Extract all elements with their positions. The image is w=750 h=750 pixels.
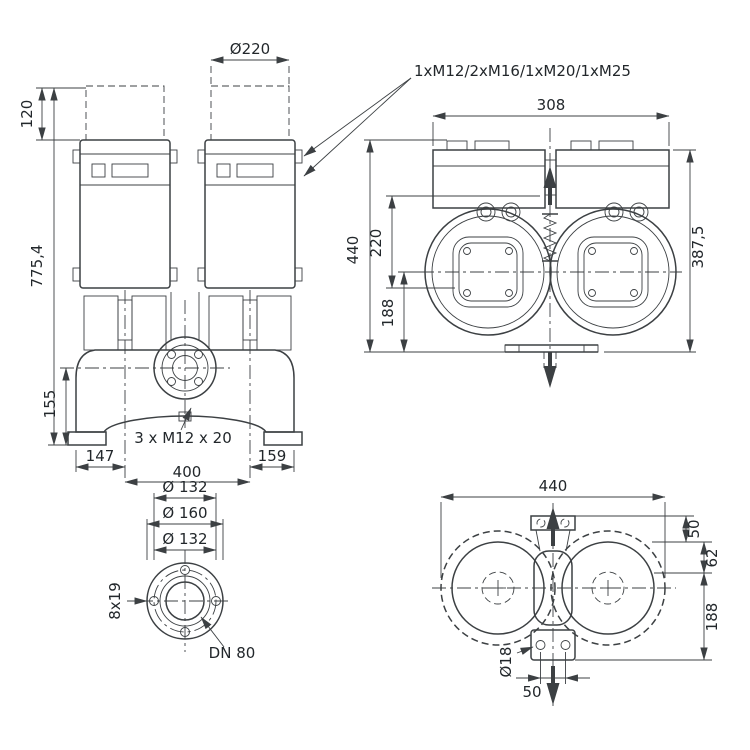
dim-label-height-low: 188 xyxy=(379,299,397,328)
drive-unit-right xyxy=(197,139,303,289)
note-nominal-label: DN 80 xyxy=(209,644,256,662)
terminal-box-left xyxy=(432,140,546,209)
side-bottom-flange xyxy=(504,344,599,368)
note-hole-dia-label: Ø18 xyxy=(497,647,515,678)
dim-label-dia-top: Ø220 xyxy=(230,40,270,58)
dim-label-axis-spacing: 400 xyxy=(173,463,202,481)
note-bolts: 3 x M12 x 20 xyxy=(134,407,232,447)
flange-detail-view: Ø 132 Ø 160 Ø 132 8x19 DN 80 xyxy=(106,478,255,662)
bolt-hole xyxy=(149,596,159,606)
dim-label-base-height: 155 xyxy=(41,390,59,419)
dim-label-offset2: 62 xyxy=(703,548,721,567)
dim-label-height-total: 440 xyxy=(344,236,362,265)
note-glands: 1xM12/2xM16/1xM20/1xM25 xyxy=(303,62,631,177)
bolt-hole xyxy=(180,565,190,575)
dim-label-dia3: Ø 132 xyxy=(162,530,207,548)
note-glands-label: 1xM12/2xM16/1xM20/1xM25 xyxy=(414,62,631,80)
dim-label-total-height: 775,4 xyxy=(28,245,46,288)
dim-label-hole-spacing: 50 xyxy=(522,683,541,701)
dim-side-heights-left: 440 220 188 xyxy=(344,139,540,353)
dim-top-width: 440 xyxy=(440,477,666,578)
note-flange-holes: 8x19 xyxy=(106,582,148,620)
note-bolts-label: 3 x M12 x 20 xyxy=(134,429,232,447)
front-view: Ø220 120 775,4 155 147 159 xyxy=(18,40,631,486)
dim-flange-diameters: Ø 132 Ø 160 Ø 132 xyxy=(146,478,224,560)
check-valve-spring xyxy=(542,213,558,262)
dim-label-height-mid: 220 xyxy=(367,229,385,258)
flow-arrow-down-icon xyxy=(546,666,560,705)
discharge-flange xyxy=(60,292,230,424)
note-foot-hole-dia: Ø18 xyxy=(497,647,534,678)
dim-label-clearance: 120 xyxy=(18,100,36,129)
dim-label-height-right: 387,5 xyxy=(689,226,707,269)
dim-front-total-height: 775,4 xyxy=(28,87,68,446)
dim-side-width: 308 xyxy=(432,96,670,146)
dim-label-offset3: 188 xyxy=(703,603,721,632)
foot-flange xyxy=(530,629,576,661)
note-holes-label: 8x19 xyxy=(106,582,124,620)
bolt-hole xyxy=(211,596,221,606)
dim-label-top-width: 440 xyxy=(539,477,568,495)
dim-label-side-width: 308 xyxy=(537,96,566,114)
clearance-outline-right xyxy=(210,85,290,141)
dim-label-dia2: Ø 160 xyxy=(162,504,207,522)
side-view: 308 387,5 440 220 188 xyxy=(344,96,707,388)
flow-arrow-down-icon xyxy=(543,352,557,388)
dim-label-offset1: 50 xyxy=(685,519,703,538)
note-flange-nominal: DN 80 xyxy=(200,616,256,662)
dim-front-base-height: 155 xyxy=(41,367,70,446)
drive-unit-left xyxy=(72,139,178,289)
dim-label-dia1: Ø 132 xyxy=(162,478,207,496)
dim-front-clearance: 120 xyxy=(18,87,86,141)
dim-front-dia-top: Ø220 xyxy=(210,40,290,86)
top-view: 440 50 62 188 Ø18 50 xyxy=(432,477,721,706)
terminal-box-right xyxy=(555,140,670,209)
dim-label-right-offset: 159 xyxy=(258,447,287,465)
dim-top-offsets: 50 62 188 xyxy=(575,515,721,661)
bolt-hole xyxy=(180,627,190,637)
dim-label-left-offset: 147 xyxy=(86,447,115,465)
flow-arrow-up-icon xyxy=(546,507,560,546)
dim-foot-hole-spacing: 50 xyxy=(516,652,590,701)
dim-front-widths: 147 159 400 xyxy=(75,447,295,486)
flow-arrow-up-icon xyxy=(543,166,557,205)
dim-side-height-right: 387,5 xyxy=(604,149,707,353)
clearance-outline-left xyxy=(85,85,165,141)
